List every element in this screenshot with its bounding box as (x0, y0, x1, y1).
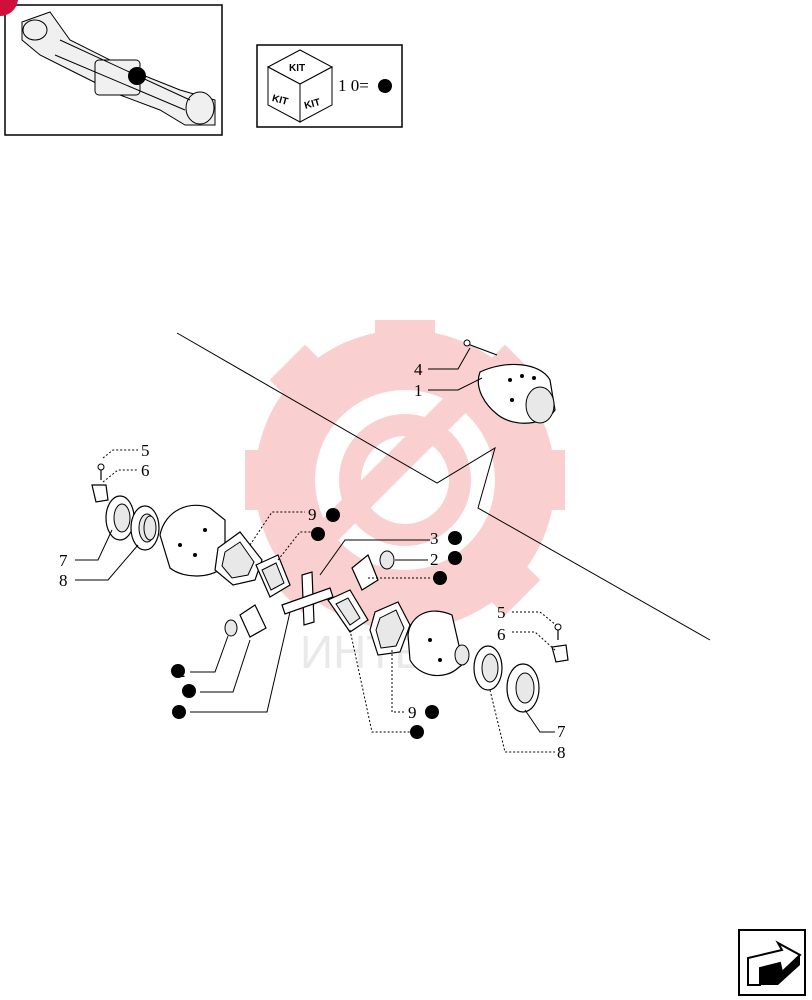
leader-4 (428, 347, 471, 370)
next-page-arrow-icon[interactable] (738, 929, 806, 996)
bullet-3-upper (448, 531, 462, 545)
callout-8-right: 8 (557, 743, 566, 762)
leader-9-right (391, 650, 405, 713)
leader-2-lower (190, 635, 229, 673)
callout-7-left: 7 (59, 551, 68, 570)
watermark-logo: ИНТЕХ (245, 320, 565, 678)
section-line (176, 332, 711, 641)
bullet-3-lower (172, 705, 186, 719)
right-side-gear (327, 589, 369, 633)
callout-7-right: 7 (557, 722, 566, 741)
callout-9-left: 9 (308, 505, 317, 524)
leader-5-right (512, 611, 557, 626)
kit-legend: KIT KIT KIT 1 0= (256, 44, 403, 128)
leader-6-left (102, 469, 138, 483)
leader-9-left (249, 511, 305, 546)
bullet-2-lower (171, 664, 185, 678)
kit-quantity-text: 1 0= (338, 76, 369, 95)
leader-8-left (75, 544, 139, 581)
bullet-side-gear-right (410, 725, 424, 739)
callout-2-upper: 2 (430, 550, 439, 569)
bullet-10 (311, 527, 325, 541)
right-gasket (369, 601, 411, 656)
callout-1: 1 (414, 381, 423, 400)
kit-label-top: KIT (289, 63, 305, 74)
bullet-lower-unlabeled (182, 684, 196, 698)
callout-6-left: 6 (141, 461, 150, 480)
callout-5-left: 5 (141, 441, 150, 460)
lower-pinion-gear (224, 604, 267, 638)
right-bearing (473, 645, 540, 713)
cross-shaft (281, 571, 334, 626)
leader-side-gear-right (349, 629, 410, 733)
left-side-gear (255, 554, 291, 598)
upper-pinion-gear (351, 550, 395, 591)
callout-9-right: 9 (408, 703, 417, 722)
leader-8-right (489, 689, 555, 753)
callout-5-right: 5 (497, 603, 506, 622)
leader-6-right (512, 631, 556, 651)
callout-3-upper: 3 (430, 529, 439, 548)
callout-8-left: 8 (59, 571, 68, 590)
leader-3-upper (319, 539, 430, 576)
leader-5-left (102, 449, 138, 459)
leader-lower-unlabeled (200, 639, 251, 693)
leader-7-left (75, 529, 113, 561)
leader-3-lower (190, 611, 291, 713)
left-bolt-bracket (91, 463, 109, 503)
kit-label-right: KIT (303, 97, 321, 112)
leader-1 (428, 377, 483, 391)
callout-4: 4 (414, 360, 423, 379)
bullet-upper-unlabeled (433, 571, 447, 585)
bullet-9-left (326, 508, 340, 522)
diff-housing (463, 339, 556, 424)
kit-bullet-icon (378, 79, 392, 93)
right-diff-case (407, 610, 470, 677)
axle-thumbnail-icon[interactable] (0, 0, 223, 136)
leader-7-right (524, 709, 555, 733)
callout-6-right: 6 (497, 625, 506, 644)
bullet-2-upper (448, 551, 462, 565)
leader-10 (277, 531, 313, 561)
kit-cube-icon: KIT KIT KIT (266, 49, 334, 123)
left-gasket (214, 531, 263, 586)
bullet-9-right (425, 705, 439, 719)
right-bolt-bracket (551, 623, 569, 663)
kit-label-left: KIT (271, 93, 289, 108)
